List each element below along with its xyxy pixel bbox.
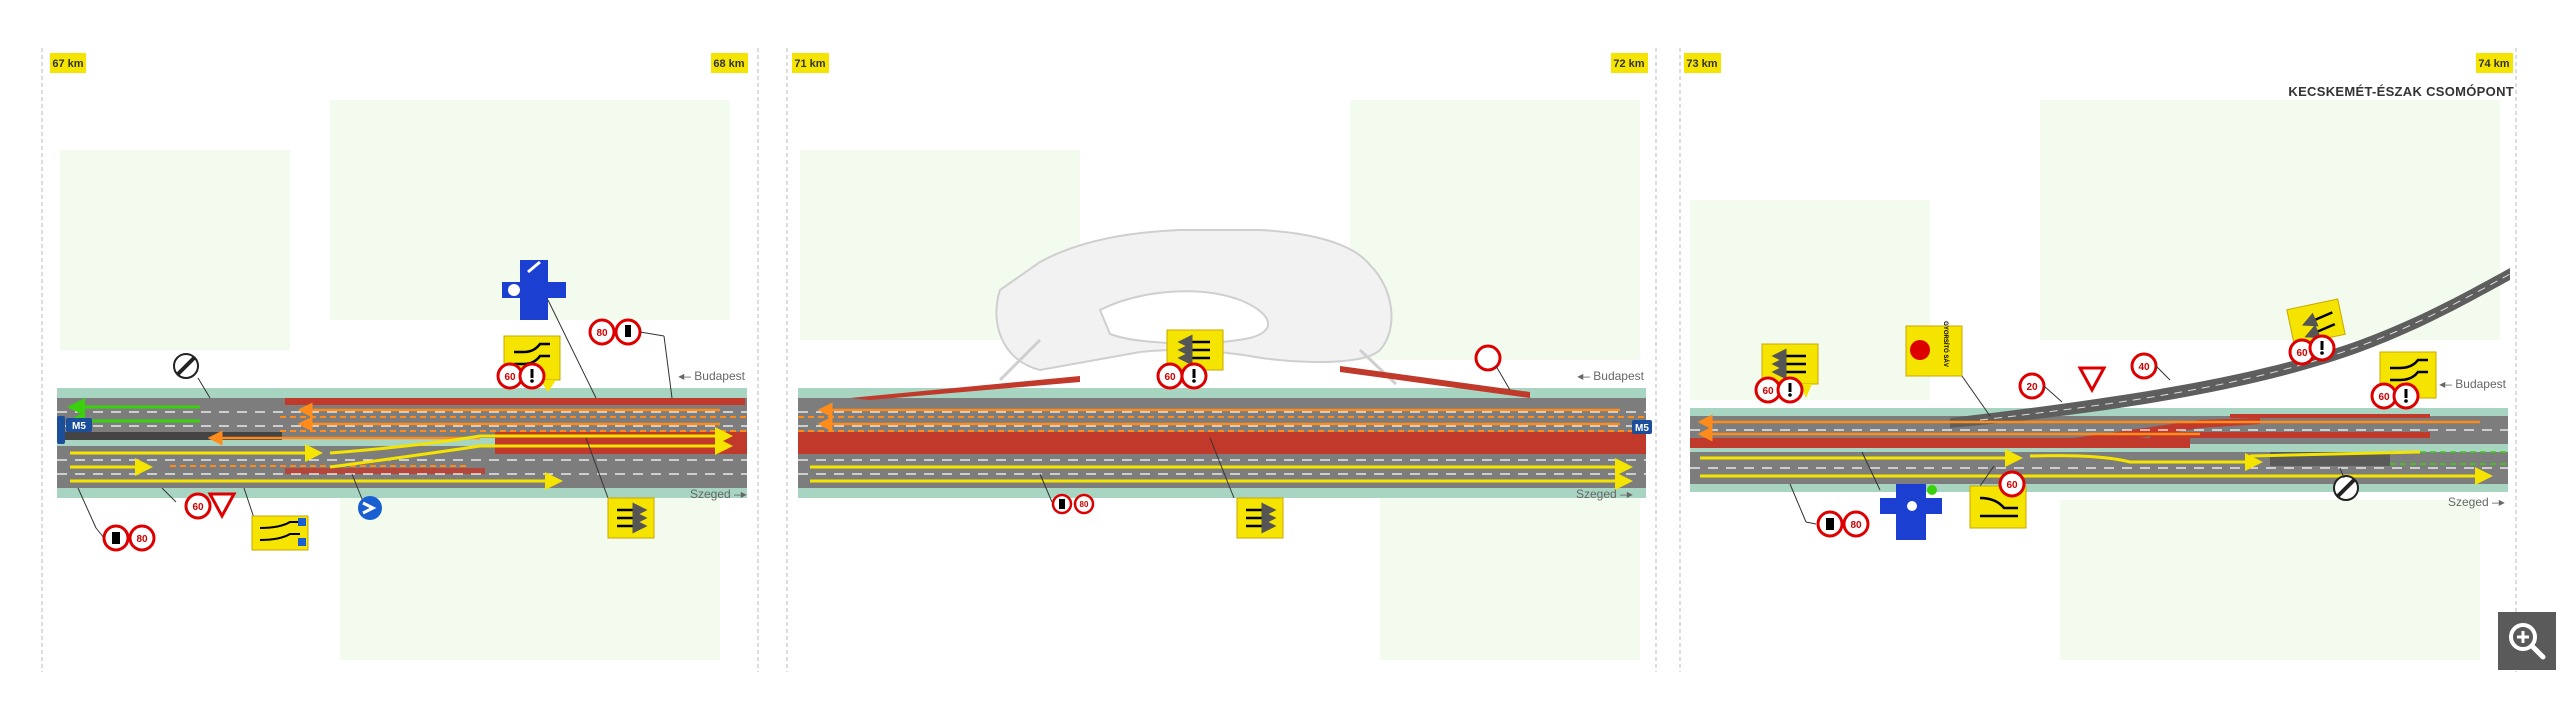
end-of-restriction-icon bbox=[172, 352, 200, 380]
km-marker-67: 67 km bbox=[50, 53, 86, 73]
svg-text:80: 80 bbox=[136, 534, 148, 545]
junction-title: KECSKEMÉT-ÉSZAK CSOMÓPONT bbox=[2288, 84, 2514, 99]
direction-label: Szeged –▸ bbox=[690, 487, 747, 501]
lanes-sign-4: 60 bbox=[1754, 343, 1819, 404]
warning-icon bbox=[518, 362, 546, 390]
svg-text:80: 80 bbox=[596, 328, 608, 339]
lane-shift-sign-2: 60 bbox=[2370, 351, 2437, 410]
end-of-restriction-icon bbox=[2332, 474, 2360, 502]
km-label: 74 km bbox=[2478, 58, 2509, 70]
junction-info-sign bbox=[1861, 451, 1942, 540]
road-panel-3 bbox=[1690, 268, 2511, 492]
zoom-button[interactable] bbox=[2498, 612, 2556, 670]
km-label: 72 km bbox=[1613, 58, 1644, 70]
lane-reduction-icon bbox=[614, 318, 642, 346]
km-label: 68 km bbox=[713, 58, 744, 70]
km-label: 73 km bbox=[1686, 58, 1717, 70]
svg-text:60: 60 bbox=[1164, 372, 1176, 383]
accel-lane-sign: GYORSÍTÓ SÁV bbox=[1905, 321, 1991, 417]
direction-label: ◂– Budapest bbox=[2439, 377, 2506, 391]
warning-triangle-icon bbox=[2077, 366, 2107, 394]
speed-signs-south-1: 80 bbox=[77, 487, 156, 552]
speed-limit-20-sign: 20 bbox=[2018, 372, 2063, 403]
lanes-sign-2: 60 bbox=[1156, 329, 1224, 390]
road-panel-2: M5 bbox=[798, 229, 1652, 498]
svg-text:GYORSÍTÓ SÁV: GYORSÍTÓ SÁV bbox=[1942, 321, 1950, 367]
motorway-shield: M5 bbox=[1635, 423, 1649, 434]
speed-limit-label: 60 bbox=[504, 372, 516, 383]
svg-text:20: 20 bbox=[2026, 382, 2038, 393]
svg-text:60: 60 bbox=[2006, 480, 2018, 491]
svg-text:40: 40 bbox=[2138, 362, 2150, 373]
ramp-lanes-sign: 60 bbox=[2286, 298, 2346, 366]
km-label: 71 km bbox=[794, 58, 825, 70]
speed-signs-south-2: 60 bbox=[161, 487, 237, 520]
svg-text:60: 60 bbox=[2378, 392, 2390, 403]
km-marker-71: 71 km bbox=[792, 53, 829, 73]
km-marker-74: 74 km bbox=[2476, 53, 2513, 73]
terrain bbox=[60, 100, 2500, 660]
svg-text:80: 80 bbox=[1080, 500, 1089, 509]
lane-merge-sign bbox=[243, 487, 309, 551]
km-label: 67 km bbox=[52, 58, 83, 70]
km-marker-73: 73 km bbox=[1684, 53, 1721, 73]
svg-text:60: 60 bbox=[2296, 348, 2308, 359]
svg-text:60: 60 bbox=[1762, 386, 1774, 397]
speed-limit-40-sign: 40 bbox=[2130, 352, 2171, 381]
keep-right-icon bbox=[351, 473, 382, 520]
road-panel-1: M5 bbox=[57, 388, 747, 498]
km-marker-72: 72 km bbox=[1611, 53, 1648, 73]
km-marker-68: 68 km bbox=[711, 53, 748, 73]
speed-signs-south-3: 80 bbox=[1039, 473, 1095, 515]
direction-label: Szeged –▸ bbox=[2448, 495, 2505, 509]
direction-label: ◂– Budapest bbox=[678, 369, 745, 383]
motorway-shield: M5 bbox=[72, 421, 86, 432]
speed-signs-south-4: 80 bbox=[1789, 483, 1870, 538]
panel-boundaries bbox=[41, 48, 2517, 672]
direction-label: Szeged –▸ bbox=[1576, 487, 1633, 501]
direction-label: ◂– Budapest bbox=[1577, 369, 1644, 383]
zoom-in-icon bbox=[2509, 623, 2546, 660]
lanes-sign-3 bbox=[1209, 437, 1283, 538]
lane-merge-sign-2: 60 bbox=[1969, 465, 2027, 529]
svg-text:60: 60 bbox=[192, 502, 204, 513]
detour-info-sign bbox=[502, 260, 597, 399]
no-vehicles-icon bbox=[1474, 344, 1511, 391]
svg-text:80: 80 bbox=[1850, 520, 1862, 531]
lanes-sign-1 bbox=[585, 437, 654, 538]
